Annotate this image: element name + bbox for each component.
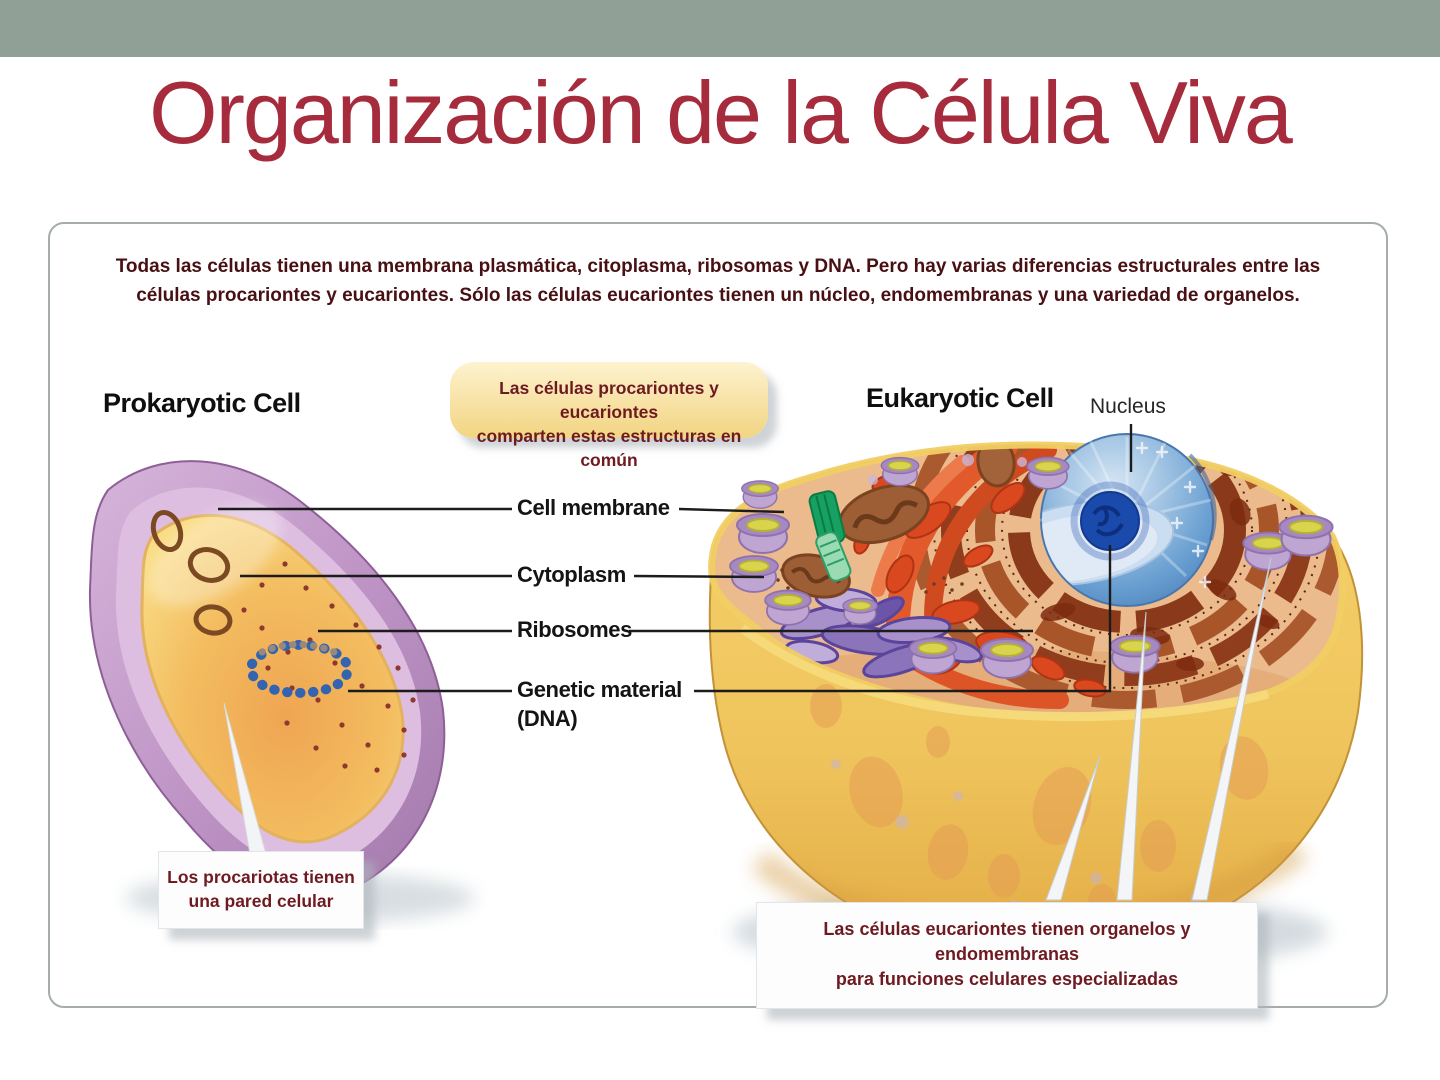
intro-line-1: Todas las células tienen una membrana pl…	[115, 256, 1321, 277]
cytoplasm-line-right	[633, 574, 765, 579]
prokaryote-note: Los procariotas tienen una pared celular	[158, 851, 364, 929]
shared-callout-line-1: Las células procariontes y eucariontes	[499, 378, 719, 422]
prokaryote-dna-nucleoid	[246, 639, 353, 698]
header-band	[0, 0, 1440, 57]
nucleus-label: Nucleus	[1090, 395, 1166, 418]
small-vesicles	[868, 454, 1027, 485]
genetic-line-right	[694, 545, 1112, 693]
genetic-material-label: Genetic material	[517, 677, 682, 702]
eukaryote-cell-illustration	[708, 433, 1364, 956]
surface-ribosome-specks	[764, 568, 964, 594]
page-title: Organización de la Célula Viva	[149, 63, 1293, 162]
cytoplasm-label: Cytoplasm	[517, 562, 626, 587]
eukaryote-note-line-1: Las células eucariontes tienen organelos…	[823, 919, 1191, 964]
prokaryote-note-line-1: Los procariotas tienen	[167, 867, 355, 887]
eukaryote-note-line-2: para funciones celulares especializadas	[835, 969, 1179, 989]
lysosome-vesicle-cups	[729, 456, 1334, 679]
nuclear-pores	[1135, 441, 1212, 589]
eukaryote-note: Las células eucariontes tienen organelos…	[756, 902, 1258, 1009]
prokaryotic-cell-heading: Prokaryotic Cell	[103, 388, 301, 418]
plasmid-rings	[150, 509, 233, 636]
shared-callout-line-2: comparten estas estructuras en común	[476, 426, 742, 470]
nucleus-illustration	[1040, 433, 1217, 607]
intro-text: Todas las células tienen una membrana pl…	[48, 252, 1388, 310]
membrane-rim	[708, 441, 1346, 722]
eukaryotic-cell-heading: Eukaryotic Cell	[866, 383, 1054, 413]
label-connector-lines	[218, 424, 1133, 693]
intro-line-2: células procariontes y eucariontes. Sólo…	[136, 285, 1300, 306]
membrane-line-right	[678, 507, 785, 514]
nucleolus	[1080, 491, 1140, 551]
centrioles	[808, 490, 852, 582]
dna-label: (DNA)	[517, 706, 578, 731]
prokaryote-cell-illustration	[88, 460, 446, 899]
eukaryote-note-pointers	[1045, 557, 1272, 901]
cell-membrane-label: Cell membrane	[517, 495, 670, 520]
ribosomes-label: Ribosomes	[517, 617, 632, 642]
prokaryote-note-line-2: una pared celular	[188, 891, 334, 911]
shared-structures-callout: Las células procariontes y eucariontes c…	[450, 362, 768, 470]
